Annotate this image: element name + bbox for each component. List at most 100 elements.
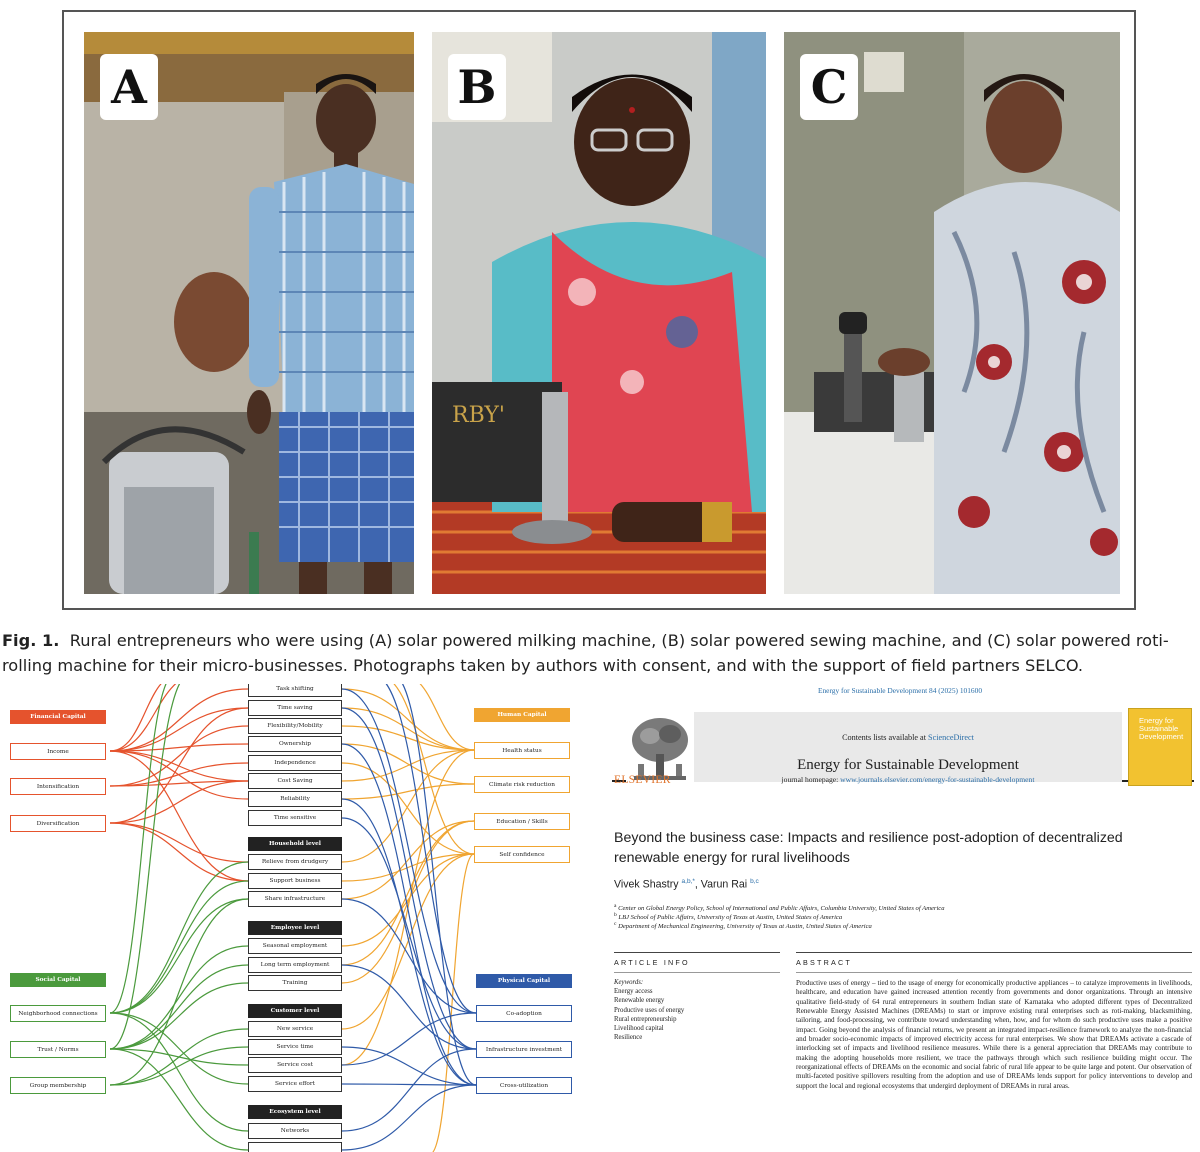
author-2[interactable]: Varun Rai <box>700 878 748 891</box>
human-connector <box>341 688 475 751</box>
social-connector <box>109 684 167 1014</box>
abstract-heading: ABSTRACT <box>796 958 852 967</box>
mid-item-new-service: New service <box>248 1021 342 1037</box>
human-connector <box>341 749 475 782</box>
employee-level-header: Employee level <box>248 921 342 935</box>
mid-item-time-sensitive: Time sensitive <box>248 810 342 826</box>
physical-connector <box>341 1083 477 1086</box>
social-connector <box>109 861 249 1014</box>
affiliation-c-text: Department of Mechanical Engineering, Un… <box>618 923 872 931</box>
elsevier-wordmark: ELSEVIER <box>614 774 671 786</box>
affiliation-b: b LBJ School of Public Affairs, Universi… <box>614 912 1174 921</box>
article-first-page: Energy for Sustainable Development 84 (2… <box>600 684 1200 1152</box>
human-connector <box>431 853 475 1152</box>
human-connector <box>341 820 475 984</box>
human-connector <box>341 749 475 863</box>
impact-resilience-diagram: Financial Capital Income Intensification… <box>0 684 590 1152</box>
mid-item-flexibility: Flexibility/Mobility <box>248 718 342 734</box>
homepage-prefix: journal homepage: <box>781 775 841 784</box>
social-connector <box>109 1012 249 1132</box>
elsevier-tree-logo-icon <box>626 714 694 786</box>
abstract-rule <box>796 952 1192 953</box>
author-1-affil-sup[interactable]: a,b,* <box>681 878 695 885</box>
social-connector <box>109 964 249 1050</box>
journal-homepage-link[interactable]: www.journals.elsevier.com/energy-for-sus… <box>840 775 1035 784</box>
human-connector <box>341 783 475 800</box>
keywords-label: Keywords: <box>614 979 644 986</box>
author-line: Vivek Shastry a,b,*, Varun Rai b,c <box>614 878 759 891</box>
author-separator: , <box>694 878 701 891</box>
journal-header: Contents lists available at ScienceDirec… <box>612 696 1194 786</box>
keyword-item: Rural entrepreneurship <box>614 1015 677 1023</box>
human-connector <box>341 820 475 900</box>
mid-item-relieve-drudgery: Relieve from drudgery <box>248 854 342 870</box>
financial-connector <box>109 822 249 882</box>
panel-label-c: C <box>800 54 858 120</box>
financial-connector <box>109 750 249 882</box>
journal-name: Energy for Sustainable Development <box>797 757 1019 773</box>
affiliation-a-sup: a <box>614 903 617 909</box>
financial-connector <box>109 822 249 863</box>
physical-connector <box>341 688 477 1014</box>
financial-connector <box>109 684 162 752</box>
mid-item-support-business: Support business <box>248 873 342 889</box>
keyword-item: Resilience <box>614 1034 643 1042</box>
mid-item-long-term-employment: Long term employment <box>248 957 342 973</box>
human-connector <box>393 684 475 855</box>
mid-item-share-infrastructure: Share infrastructure <box>248 891 342 907</box>
human-connector <box>419 684 475 751</box>
author-1[interactable]: Vivek Shastry <box>614 878 679 891</box>
panel-label-b: B <box>448 54 506 120</box>
physical-connector <box>341 1012 477 1066</box>
cover-title: Energy for Sustainable Development <box>1139 716 1184 741</box>
photo-panel-c: C <box>784 32 1120 594</box>
figure-caption-label: Fig. 1. <box>2 631 60 650</box>
social-connector <box>109 1048 249 1066</box>
panel-label-a: A <box>100 54 158 120</box>
figure-caption: Fig. 1. Rural entrepreneurs who were usi… <box>0 628 1200 678</box>
journal-cover-thumbnail[interactable]: Energy for Sustainable Development <box>1128 708 1192 786</box>
journal-masthead: Contents lists available at ScienceDirec… <box>694 712 1122 782</box>
physical-connector <box>341 1084 477 1151</box>
photo-milking-machine-entrepreneur <box>84 32 414 594</box>
contents-line: Contents lists available at ScienceDirec… <box>694 733 1122 742</box>
physical-connector <box>341 964 477 1050</box>
human-item-education: Education / Skills <box>474 813 570 830</box>
human-connector <box>341 725 475 751</box>
mid-item-time-saving: Time saving <box>248 700 342 716</box>
financial-connector <box>109 743 249 752</box>
affiliation-c-sup: c <box>614 921 617 927</box>
photo-roti-rolling-machine-entrepreneur <box>784 32 1120 594</box>
affiliation-c: c Department of Mechanical Engineering, … <box>614 921 1174 930</box>
human-connector <box>341 853 475 882</box>
customer-level-header: Customer level <box>248 1004 342 1018</box>
social-connector <box>109 880 249 1014</box>
sciencedirect-link[interactable]: ScienceDirect <box>928 733 974 742</box>
human-connector <box>341 762 475 855</box>
journal-reference[interactable]: Energy for Sustainable Development 84 (2… <box>817 686 983 695</box>
physical-item-coadoption: Co-adoption <box>476 1005 572 1022</box>
author-2-affil-sup[interactable]: b,c <box>750 878 759 885</box>
human-item-health: Health status <box>474 742 570 759</box>
financial-connector <box>109 780 249 824</box>
social-connector <box>109 898 249 1086</box>
mid-item-independence: Independence <box>248 755 342 771</box>
photo-panel-a: A <box>84 32 414 594</box>
social-item-group: Group membership <box>10 1077 106 1094</box>
physical-item-cross-utilization: Cross-utilization <box>476 1077 572 1094</box>
affiliation-a-text: Center on Global Energy Policy, School o… <box>618 905 945 913</box>
keyword-item: Productive uses of energy <box>614 1006 685 1014</box>
figure-photo-frame: A RBY' B <box>62 10 1136 610</box>
social-connector <box>109 684 181 1050</box>
social-connector <box>109 1046 249 1086</box>
mid-item-seasonal-employment: Seasonal employment <box>248 938 342 954</box>
physical-connector <box>341 898 477 1014</box>
mid-item-service-cost: Service cost <box>248 1057 342 1073</box>
social-item-trust: Trust / Norms <box>10 1041 106 1058</box>
article-info-subrule <box>614 972 780 973</box>
mid-item-cutoff <box>248 1142 342 1152</box>
physical-connector <box>401 684 477 1086</box>
physical-connector <box>341 743 477 1086</box>
social-connector <box>109 1048 249 1151</box>
keyword-item: Renewable energy <box>614 997 665 1005</box>
